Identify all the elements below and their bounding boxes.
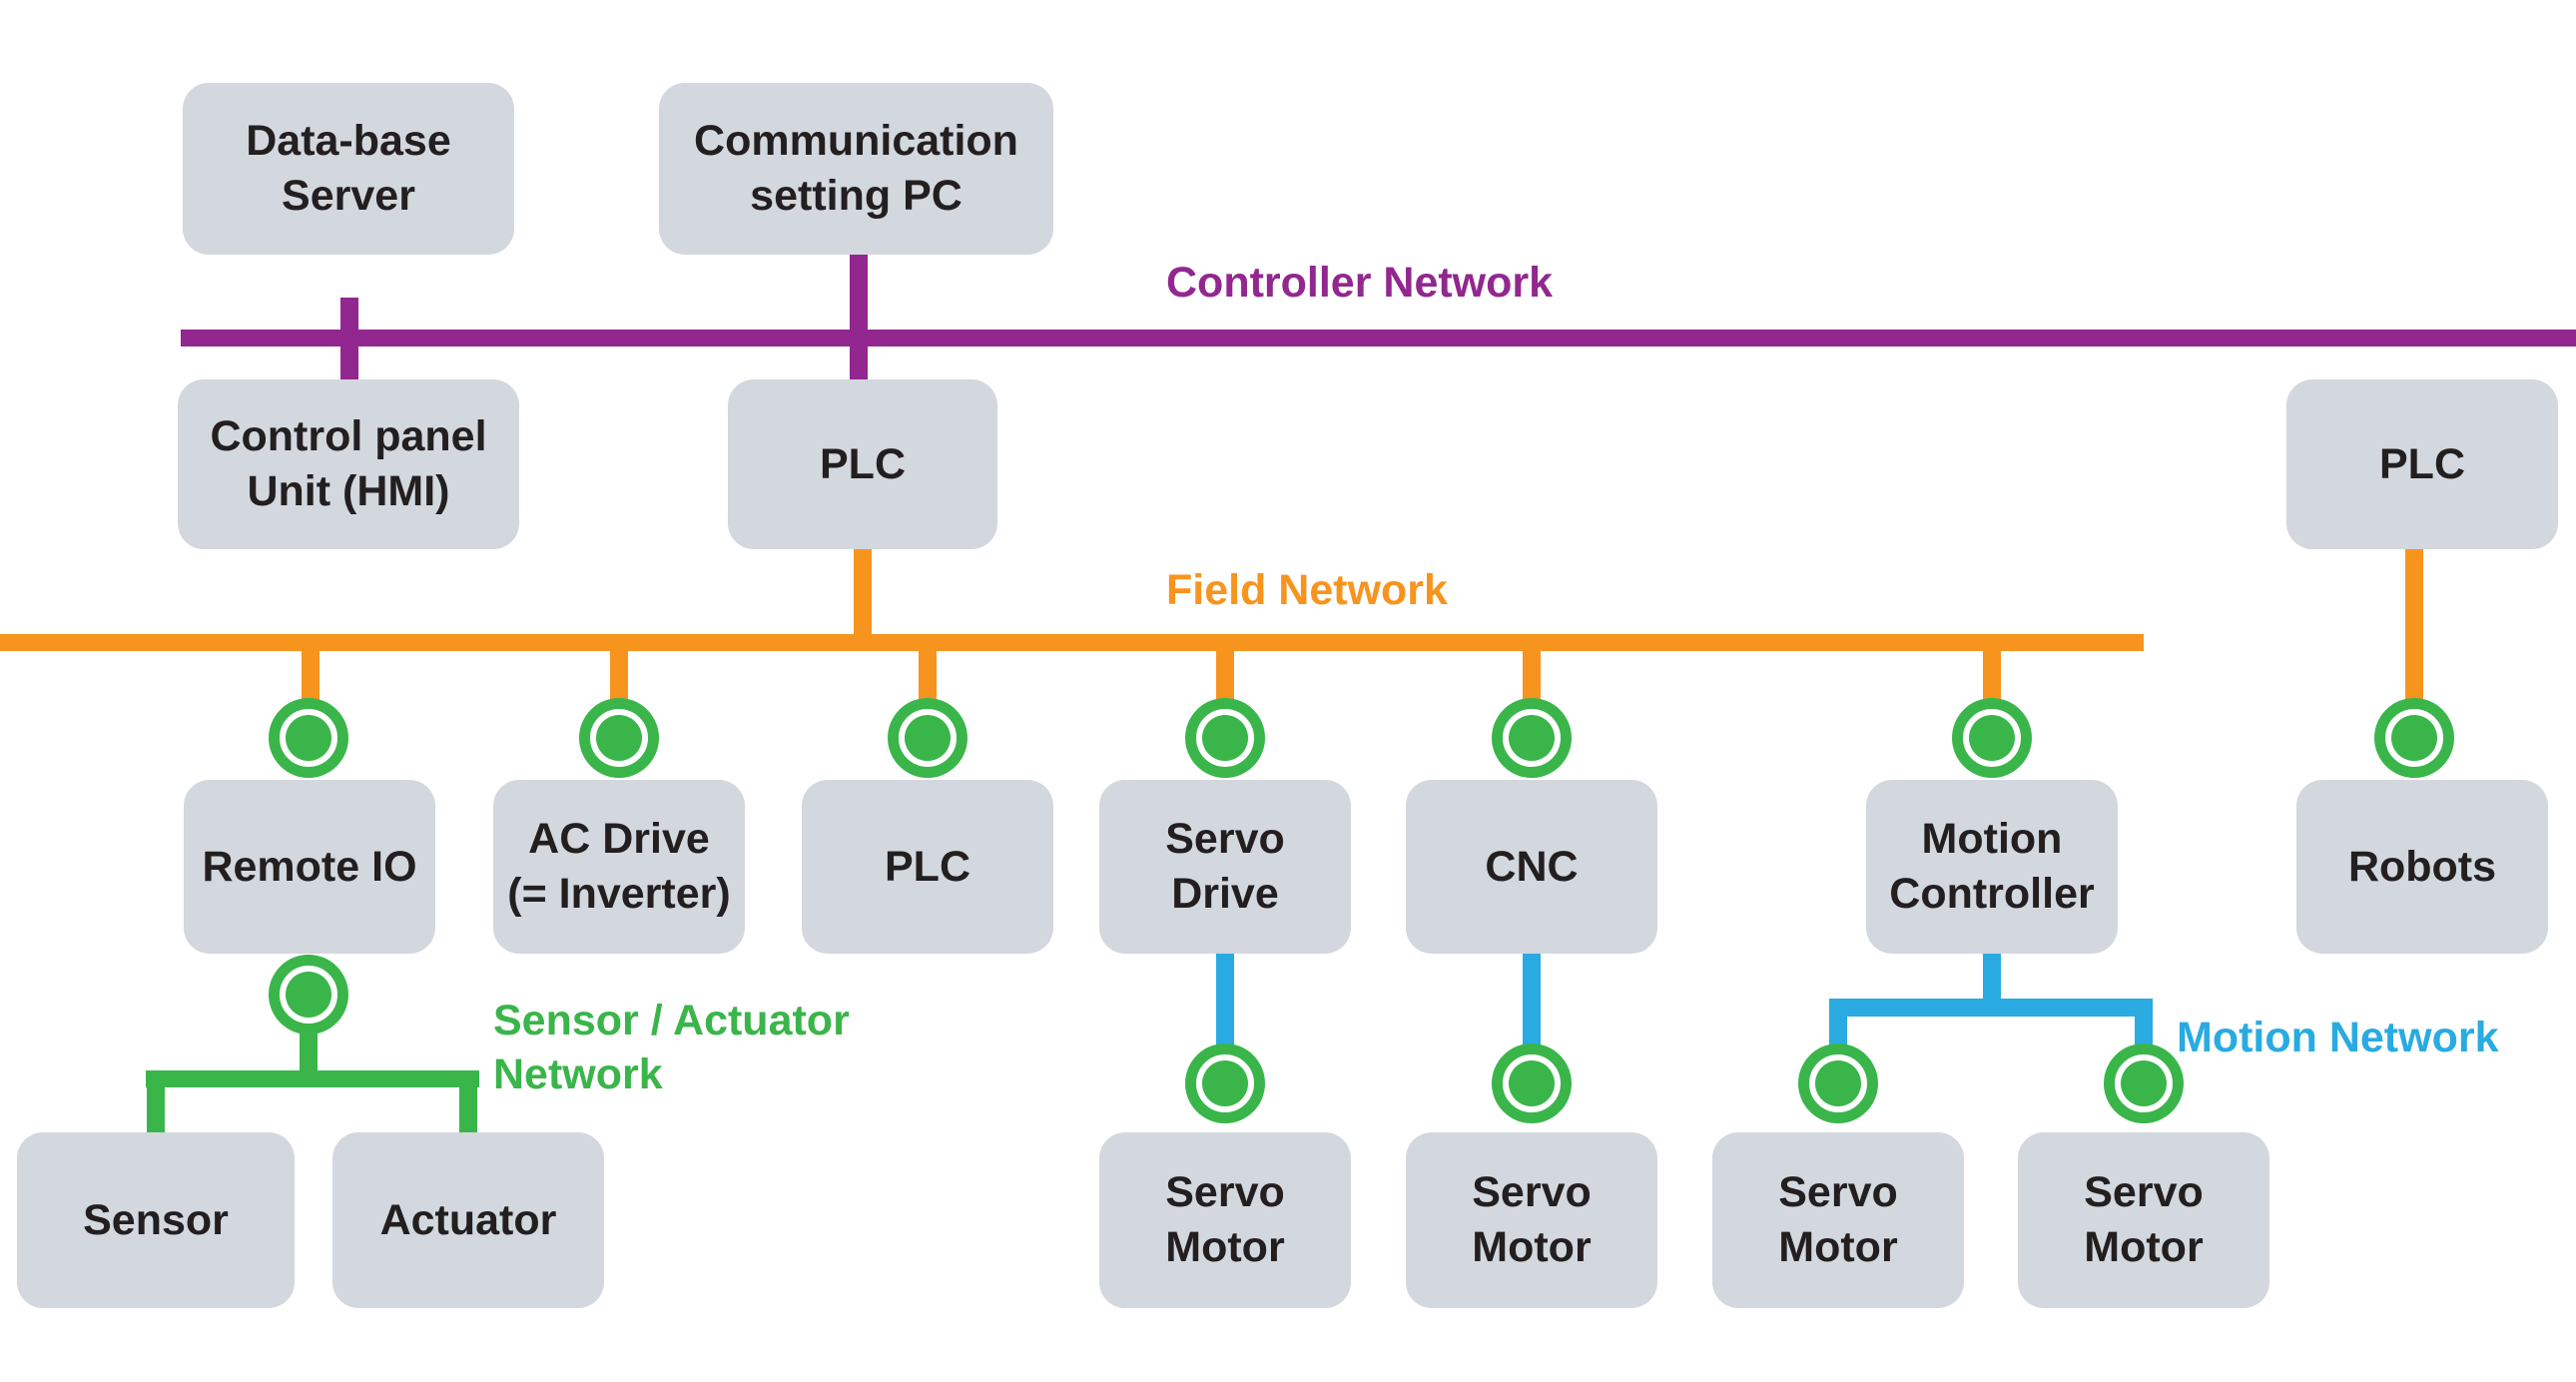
- network-connector-icon-ac-drive: [579, 698, 659, 778]
- label-controller-network: Controller Network: [1166, 259, 1554, 307]
- node-servo-motor-1: Servo Motor: [1099, 1132, 1351, 1308]
- remote-io-branch-line: [300, 1029, 318, 1076]
- node-robots: Robots: [2296, 780, 2548, 954]
- node-database-server: Data-base Server: [183, 83, 514, 255]
- field-drop-motion-controller: [1983, 651, 2001, 711]
- node-actuator: Actuator: [332, 1132, 604, 1308]
- network-connector-icon-plc-field: [888, 698, 967, 778]
- network-connector-icon-servo-motor-1: [1185, 1043, 1265, 1123]
- field-drop-remote-io: [302, 651, 320, 711]
- label-motion-network: Motion Network: [2177, 1014, 2499, 1061]
- node-servo-motor-2: Servo Motor: [1406, 1132, 1657, 1308]
- hmi-drop-line: [340, 298, 358, 379]
- field-drop-plc: [919, 651, 937, 711]
- network-connector-icon-servo-motor-3: [1798, 1043, 1878, 1123]
- actuator-drop-line: [459, 1087, 477, 1133]
- cnc-motor-link: [1523, 954, 1541, 1045]
- field-drop-ac-drive: [610, 651, 628, 711]
- network-connector-icon-cnc: [1492, 698, 1572, 778]
- sensor-actuator-bar: [146, 1070, 479, 1087]
- plc-top-drop-line: [854, 549, 872, 634]
- network-connector-icon-servo-motor-2: [1492, 1043, 1572, 1123]
- node-servo-motor-4: Servo Motor: [2018, 1132, 2269, 1308]
- sensor-drop-line: [147, 1087, 165, 1133]
- servo-drive-motor-link: [1216, 954, 1234, 1045]
- motion-bus-bar: [1829, 999, 2153, 1017]
- network-connector-icon-servo-drive: [1185, 698, 1265, 778]
- node-ac-drive: AC Drive (= Inverter): [493, 780, 745, 954]
- field-drop-servo-drive: [1216, 651, 1234, 711]
- node-servo-motor-3: Servo Motor: [1712, 1132, 1964, 1308]
- network-connector-icon-sensor-branch: [269, 955, 348, 1035]
- node-plc-field: PLC: [802, 780, 1053, 954]
- comm-pc-drop-line: [850, 255, 868, 379]
- node-plc-right: PLC: [2286, 379, 2558, 549]
- label-field-network: Field Network: [1166, 566, 1448, 614]
- node-control-panel-hmi: Control panel Unit (HMI): [178, 379, 519, 549]
- network-connector-icon-robots: [2374, 698, 2454, 778]
- node-sensor: Sensor: [17, 1132, 295, 1308]
- label-sensor-actuator-network: Sensor / Actuator Network: [493, 997, 850, 1098]
- node-motion-controller: Motion Controller: [1866, 780, 2118, 954]
- node-communication-setting-pc: Communication setting PC: [659, 83, 1053, 255]
- network-connector-icon-motion-controller: [1952, 698, 2032, 778]
- network-connector-icon-remote-io: [269, 698, 348, 778]
- node-servo-drive: Servo Drive: [1099, 780, 1351, 954]
- motion-drop-servo-motor-3: [1829, 1017, 1847, 1046]
- field-drop-cnc: [1523, 651, 1541, 711]
- controller-bus-line: [181, 330, 2576, 346]
- node-cnc: CNC: [1406, 780, 1657, 954]
- node-remote-io: Remote IO: [184, 780, 435, 954]
- motion-drop-servo-motor-4: [2135, 1017, 2153, 1046]
- network-connector-icon-servo-motor-4: [2104, 1043, 2184, 1123]
- plc-right-robots-link: [2405, 549, 2423, 709]
- node-plc-top: PLC: [728, 379, 997, 549]
- field-bus-line: [0, 634, 2144, 651]
